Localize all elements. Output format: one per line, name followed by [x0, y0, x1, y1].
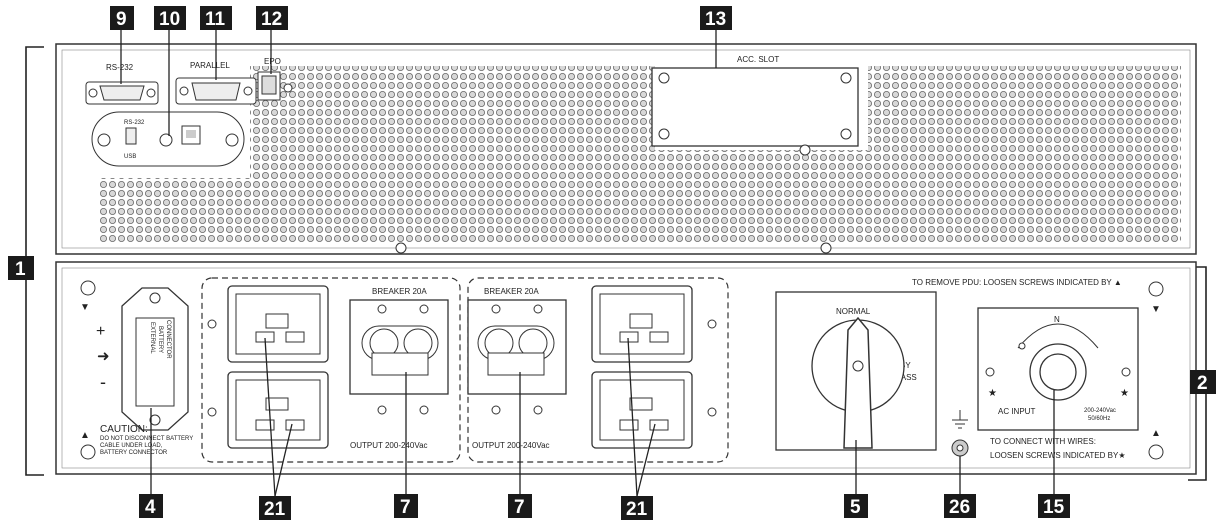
svg-text:CABLE UNDER LOAD,: CABLE UNDER LOAD,: [100, 443, 163, 449]
svg-text:TO CONNECT WITH WIRES:: TO CONNECT WITH WIRES:: [990, 437, 1096, 446]
svg-text:EPO: EPO: [264, 57, 281, 66]
svg-text:+: +: [96, 323, 105, 340]
svg-text:BREAKER 20A: BREAKER 20A: [484, 287, 539, 296]
callout-12: 12: [256, 6, 288, 30]
callout-5: 5: [844, 494, 868, 518]
c19-outlet: [591, 285, 693, 363]
vent-grille: [100, 178, 250, 242]
svg-text:N: N: [1054, 315, 1060, 324]
callout-7-right: 7: [508, 494, 532, 518]
callout-2: 2: [1190, 370, 1216, 394]
svg-text:11: 11: [205, 9, 226, 30]
svg-text:BY: BY: [900, 361, 911, 370]
svg-text:BREAKER 20A: BREAKER 20A: [372, 287, 427, 296]
c19-outlet: [591, 371, 693, 449]
svg-text:★: ★: [1120, 388, 1129, 399]
callout-9: 9: [110, 6, 134, 30]
svg-text:USB: USB: [124, 154, 136, 160]
svg-text:15: 15: [1043, 497, 1065, 518]
svg-text:▲: ▲: [80, 430, 90, 441]
callout-1: 1: [8, 256, 34, 280]
svg-text:▼: ▼: [80, 302, 90, 313]
svg-text:50/60Hz: 50/60Hz: [1088, 416, 1110, 422]
vent-grille: [250, 66, 655, 242]
outlet-group-left: [201, 277, 461, 463]
upper-module: RS-232 PARALLEL EPO RS-232 USB: [55, 43, 1197, 255]
svg-text:7: 7: [514, 497, 525, 518]
svg-text:200-240Vac: 200-240Vac: [1084, 408, 1116, 414]
svg-text:EXTERNAL: EXTERNAL: [149, 322, 155, 354]
svg-text:NORMAL: NORMAL: [836, 307, 871, 316]
lower-pdu-module: ▼ ▲ ▼ ▲ + ➜ - EXTERNAL BATTERY CONNECTOR…: [55, 261, 1197, 475]
svg-text:BATTERY: BATTERY: [157, 326, 163, 353]
svg-text:12: 12: [261, 9, 282, 30]
rs232-port: RS-232: [85, 63, 159, 105]
svg-text:AC INPUT: AC INPUT: [998, 407, 1035, 416]
svg-text:CONNECTOR: CONNECTOR: [165, 320, 171, 359]
accessory-slot: ACC. SLOT: [651, 55, 859, 156]
callout-21-left: 21: [259, 496, 291, 520]
svg-text:26: 26: [949, 497, 970, 518]
callout-26: 26: [944, 494, 976, 518]
svg-text:CAUTION:: CAUTION:: [100, 424, 148, 435]
vent-grille: [868, 66, 1181, 242]
callout-7-left: 7: [394, 494, 418, 518]
callout-15: 15: [1038, 494, 1070, 518]
svg-text:DO NOT DISCONNECT BATTERY: DO NOT DISCONNECT BATTERY: [100, 436, 193, 442]
ac-input: N ★ ★ AC INPUT 200-240Vac 50/60Hz: [977, 307, 1139, 431]
svg-text:TO REMOVE PDU: LOOSEN SCREWS I: TO REMOVE PDU: LOOSEN SCREWS INDICATED B…: [912, 278, 1122, 287]
svg-text:PARALLEL: PARALLEL: [190, 61, 230, 70]
svg-text:ACC. SLOT: ACC. SLOT: [737, 55, 779, 64]
parallel-port: PARALLEL: [175, 61, 257, 105]
caution-label: CAUTION: DO NOT DISCONNECT BATTERY CABLE…: [100, 424, 193, 456]
svg-text:▼: ▼: [1151, 304, 1161, 315]
callout-21-right: 21: [621, 496, 653, 520]
svg-text:13: 13: [705, 9, 726, 30]
svg-text:7: 7: [400, 497, 411, 518]
svg-text:4: 4: [145, 497, 156, 518]
svg-text:★: ★: [988, 388, 997, 399]
leader-lines: [120, 30, 1055, 497]
svg-text:➜: ➜: [97, 348, 110, 365]
external-battery-connector: + ➜ - EXTERNAL BATTERY CONNECTOR: [96, 287, 189, 431]
svg-text:OUTPUT 200-240Vac: OUTPUT 200-240Vac: [472, 441, 550, 450]
svg-text:▲: ▲: [1151, 428, 1161, 439]
c19-outlet: [227, 371, 329, 449]
epo-connector: EPO: [257, 57, 293, 101]
svg-text:BATTERY CONNECTOR: BATTERY CONNECTOR: [100, 450, 168, 456]
svg-text:1: 1: [15, 259, 26, 280]
svg-text:-: -: [100, 372, 106, 392]
svg-text:RS-232: RS-232: [124, 120, 145, 126]
svg-text:5: 5: [850, 497, 861, 518]
callout-10: 10: [154, 6, 186, 30]
svg-text:PASS: PASS: [896, 373, 917, 382]
circuit-breaker: BREAKER 20A: [349, 287, 449, 415]
callout-13: 13: [700, 6, 732, 30]
svg-text:2: 2: [1197, 373, 1208, 394]
svg-text:OUTPUT 200-240Vac: OUTPUT 200-240Vac: [350, 441, 428, 450]
circuit-breaker: BREAKER 20A: [467, 287, 567, 415]
svg-text:10: 10: [159, 9, 180, 30]
callout-4: 4: [139, 494, 163, 518]
ground-terminal: [951, 410, 969, 457]
vent-grille: [655, 150, 868, 242]
svg-text:LOOSEN SCREWS INDICATED BY★: LOOSEN SCREWS INDICATED BY★: [990, 451, 1126, 460]
callout-11: 11: [200, 6, 232, 30]
svg-text:21: 21: [626, 499, 648, 520]
usb-rs232-card: RS-232 USB: [91, 111, 245, 167]
svg-text:9: 9: [116, 9, 127, 30]
bypass-switch: NORMAL BY PASS: [775, 291, 937, 451]
c19-outlet: [227, 285, 329, 363]
svg-text:21: 21: [264, 499, 286, 520]
svg-text:RS-232: RS-232: [106, 63, 134, 72]
